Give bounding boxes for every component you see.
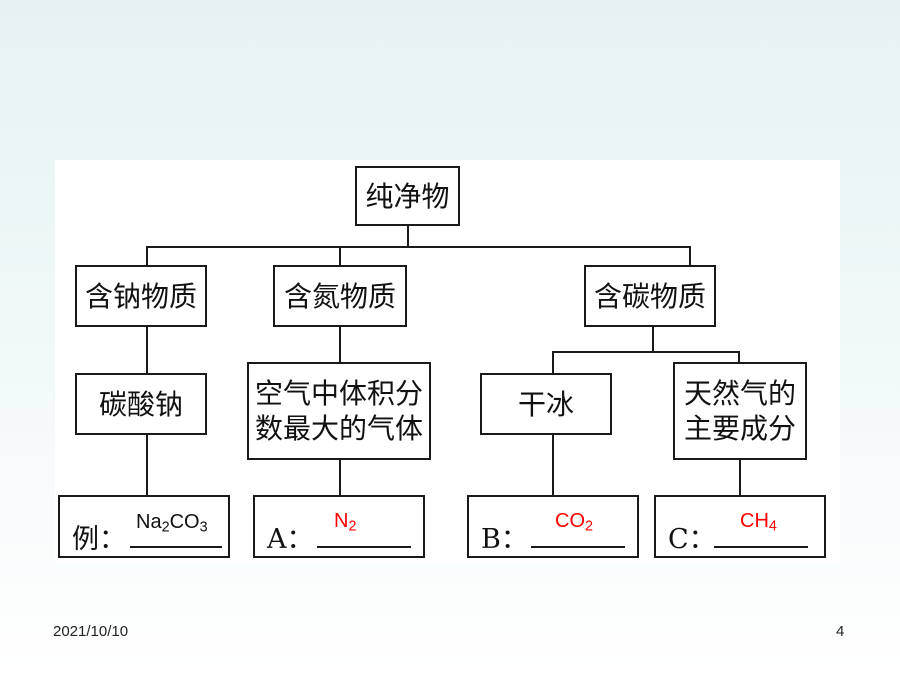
answer-formula: CH4 bbox=[740, 510, 777, 535]
connector bbox=[738, 351, 740, 363]
connector bbox=[407, 226, 409, 247]
answer-formula: Na2CO3 bbox=[136, 511, 208, 536]
answer-box-b: B： CO2 bbox=[467, 495, 639, 558]
example-nitrogen-box: 空气中体积分 数最大的气体 bbox=[247, 362, 431, 460]
connector bbox=[552, 351, 554, 373]
answer-box-a: A： N2 bbox=[253, 495, 425, 558]
connector bbox=[652, 327, 654, 352]
category-sodium-box: 含钠物质 bbox=[75, 265, 207, 327]
answer-box-c: C： CH4 bbox=[654, 495, 826, 558]
category-label: 含钠物质 bbox=[84, 279, 197, 313]
connector bbox=[146, 435, 148, 496]
example-label-line1: 天然气的 bbox=[683, 377, 796, 410]
example-sodium-box: 碳酸钠 bbox=[75, 373, 207, 435]
answer-prefix: C： bbox=[668, 524, 716, 555]
category-carbon-box: 含碳物质 bbox=[584, 265, 716, 327]
answer-blank-line bbox=[714, 546, 808, 548]
category-label: 含碳物质 bbox=[593, 279, 706, 313]
concept-diagram-panel: 纯净物 含钠物质 含氮物质 含碳物质 碳酸钠 空气中体积分 数最大的气体 干冰 … bbox=[55, 160, 840, 563]
root-box: 纯净物 bbox=[355, 166, 460, 226]
connector bbox=[146, 246, 690, 248]
category-nitrogen-box: 含氮物质 bbox=[273, 265, 407, 327]
answer-blank-line bbox=[130, 546, 222, 548]
answer-box-example: 例： Na2CO3 bbox=[58, 495, 230, 558]
connector bbox=[552, 351, 739, 353]
example-dry-ice-box: 干冰 bbox=[480, 373, 612, 435]
footer-date: 2021/10/10 bbox=[53, 623, 129, 640]
example-label: 干冰 bbox=[517, 387, 574, 421]
answer-formula: CO2 bbox=[555, 510, 594, 535]
answer-prefix: A： bbox=[267, 524, 314, 555]
category-label: 含氮物质 bbox=[283, 279, 396, 313]
connector bbox=[552, 435, 554, 496]
answer-blank-line bbox=[317, 546, 411, 548]
connector bbox=[339, 460, 341, 496]
root-label: 纯净物 bbox=[365, 179, 450, 213]
connector bbox=[146, 246, 148, 266]
connector bbox=[689, 246, 691, 266]
answer-blank-line bbox=[531, 546, 625, 548]
example-label-line1: 空气中体积分 bbox=[254, 377, 423, 410]
example-natural-gas-box: 天然气的 主要成分 bbox=[673, 362, 807, 460]
answer-prefix: B： bbox=[481, 524, 528, 555]
connector bbox=[339, 246, 341, 266]
connector bbox=[339, 327, 341, 363]
answer-formula: N2 bbox=[334, 510, 357, 535]
example-label-line2: 主要成分 bbox=[683, 412, 796, 445]
example-label-line2: 数最大的气体 bbox=[254, 412, 423, 445]
example-label: 碳酸钠 bbox=[98, 387, 183, 421]
footer-page-number: 4 bbox=[836, 623, 845, 640]
connector bbox=[739, 460, 741, 496]
connector bbox=[146, 327, 148, 374]
answer-prefix: 例： bbox=[72, 524, 126, 555]
